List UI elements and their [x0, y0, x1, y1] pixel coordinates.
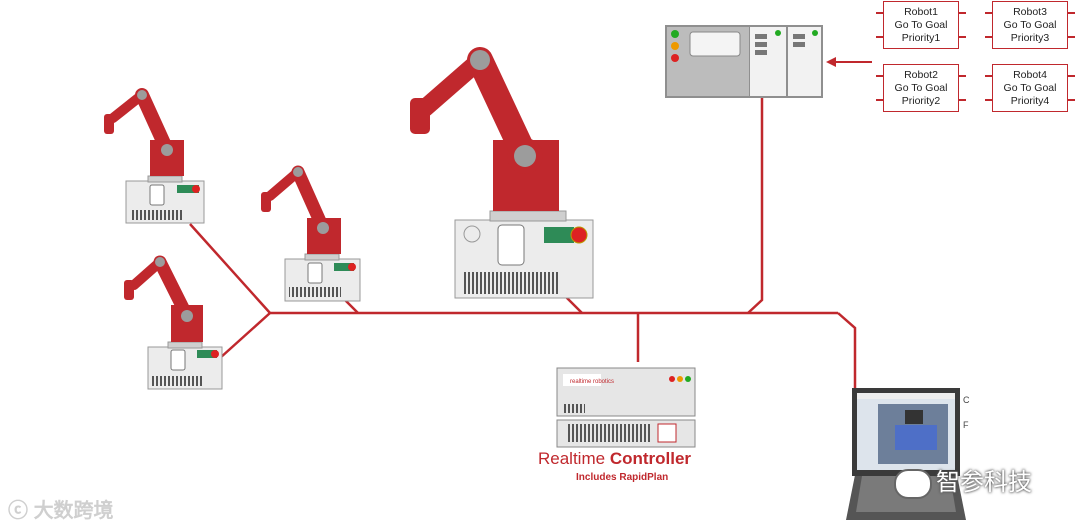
network-links — [189, 96, 857, 388]
task-goal: Go To Goal — [894, 18, 948, 31]
task-tick — [1068, 36, 1075, 38]
watermark-right-text: 智参科技 — [936, 469, 1032, 496]
task-tick — [876, 36, 883, 38]
task-tick — [985, 12, 992, 14]
task-tick — [959, 99, 966, 101]
task-tick — [959, 36, 966, 38]
controller-title-bold: Controller — [609, 449, 692, 468]
task-robot-name: Robot4 — [1013, 68, 1047, 81]
robot-arm-c — [410, 47, 594, 299]
watermark-left: ⓒ 大数跨境 — [8, 494, 114, 523]
edge-text: C — [963, 395, 970, 405]
task-priority: Priority4 — [1010, 94, 1050, 107]
task-tick — [985, 75, 992, 77]
task-card-robot4: Robot4 Go To Goal Priority4 — [992, 64, 1068, 112]
robot-arm-a — [104, 88, 205, 224]
link-robot-b — [344, 299, 359, 314]
link-cell-controller — [747, 96, 764, 314]
laptop — [846, 388, 966, 520]
task-tick — [959, 12, 966, 14]
task-tick — [1068, 99, 1075, 101]
task-goal: Go To Goal — [1003, 81, 1057, 94]
task-robot-name: Robot3 — [1013, 5, 1047, 18]
task-tick — [876, 99, 883, 101]
link-robot-d — [219, 312, 271, 359]
cell-controller — [665, 25, 823, 98]
task-tick — [959, 75, 966, 77]
watermark-right: 智参科技 — [894, 462, 1032, 499]
edge-text: F — [963, 420, 969, 430]
controller-title-light: Realtime — [538, 449, 606, 468]
task-tick — [985, 36, 992, 38]
task-arrow — [826, 57, 872, 67]
task-priority: Priority1 — [901, 31, 941, 44]
task-priority: Priority2 — [901, 94, 941, 107]
task-robot-name: Robot2 — [904, 68, 938, 81]
link-robot-c — [565, 296, 583, 314]
task-robot-name: Robot1 — [904, 5, 938, 18]
task-tick — [876, 75, 883, 77]
controller-title: Realtime Controller — [538, 449, 713, 469]
task-goal: Go To Goal — [1003, 18, 1057, 31]
watermark-logo-icon: ⓒ — [8, 500, 34, 522]
task-card-robot2: Robot2 Go To Goal Priority2 — [883, 64, 959, 112]
realtime-controller: realtime robotics — [556, 367, 696, 448]
task-tick — [1068, 12, 1075, 14]
task-goal: Go To Goal — [894, 81, 948, 94]
task-tick — [1068, 75, 1075, 77]
robot-arm-d — [124, 255, 223, 390]
task-priority: Priority3 — [1010, 31, 1050, 44]
robot-arm-b — [261, 165, 361, 302]
task-card-robot3: Robot3 Go To Goal Priority3 — [992, 1, 1068, 49]
task-card-robot1: Robot1 Go To Goal Priority1 — [883, 1, 959, 49]
wechat-icon — [894, 468, 932, 499]
link-robot-a — [189, 223, 271, 314]
watermark-left-text: 大数跨境 — [33, 500, 114, 522]
task-tick — [985, 99, 992, 101]
link-laptop — [837, 312, 857, 388]
task-tick — [876, 12, 883, 14]
controller-logo-text: realtime robotics — [570, 379, 614, 385]
controller-subtitle: Includes RapidPlan — [576, 472, 669, 483]
